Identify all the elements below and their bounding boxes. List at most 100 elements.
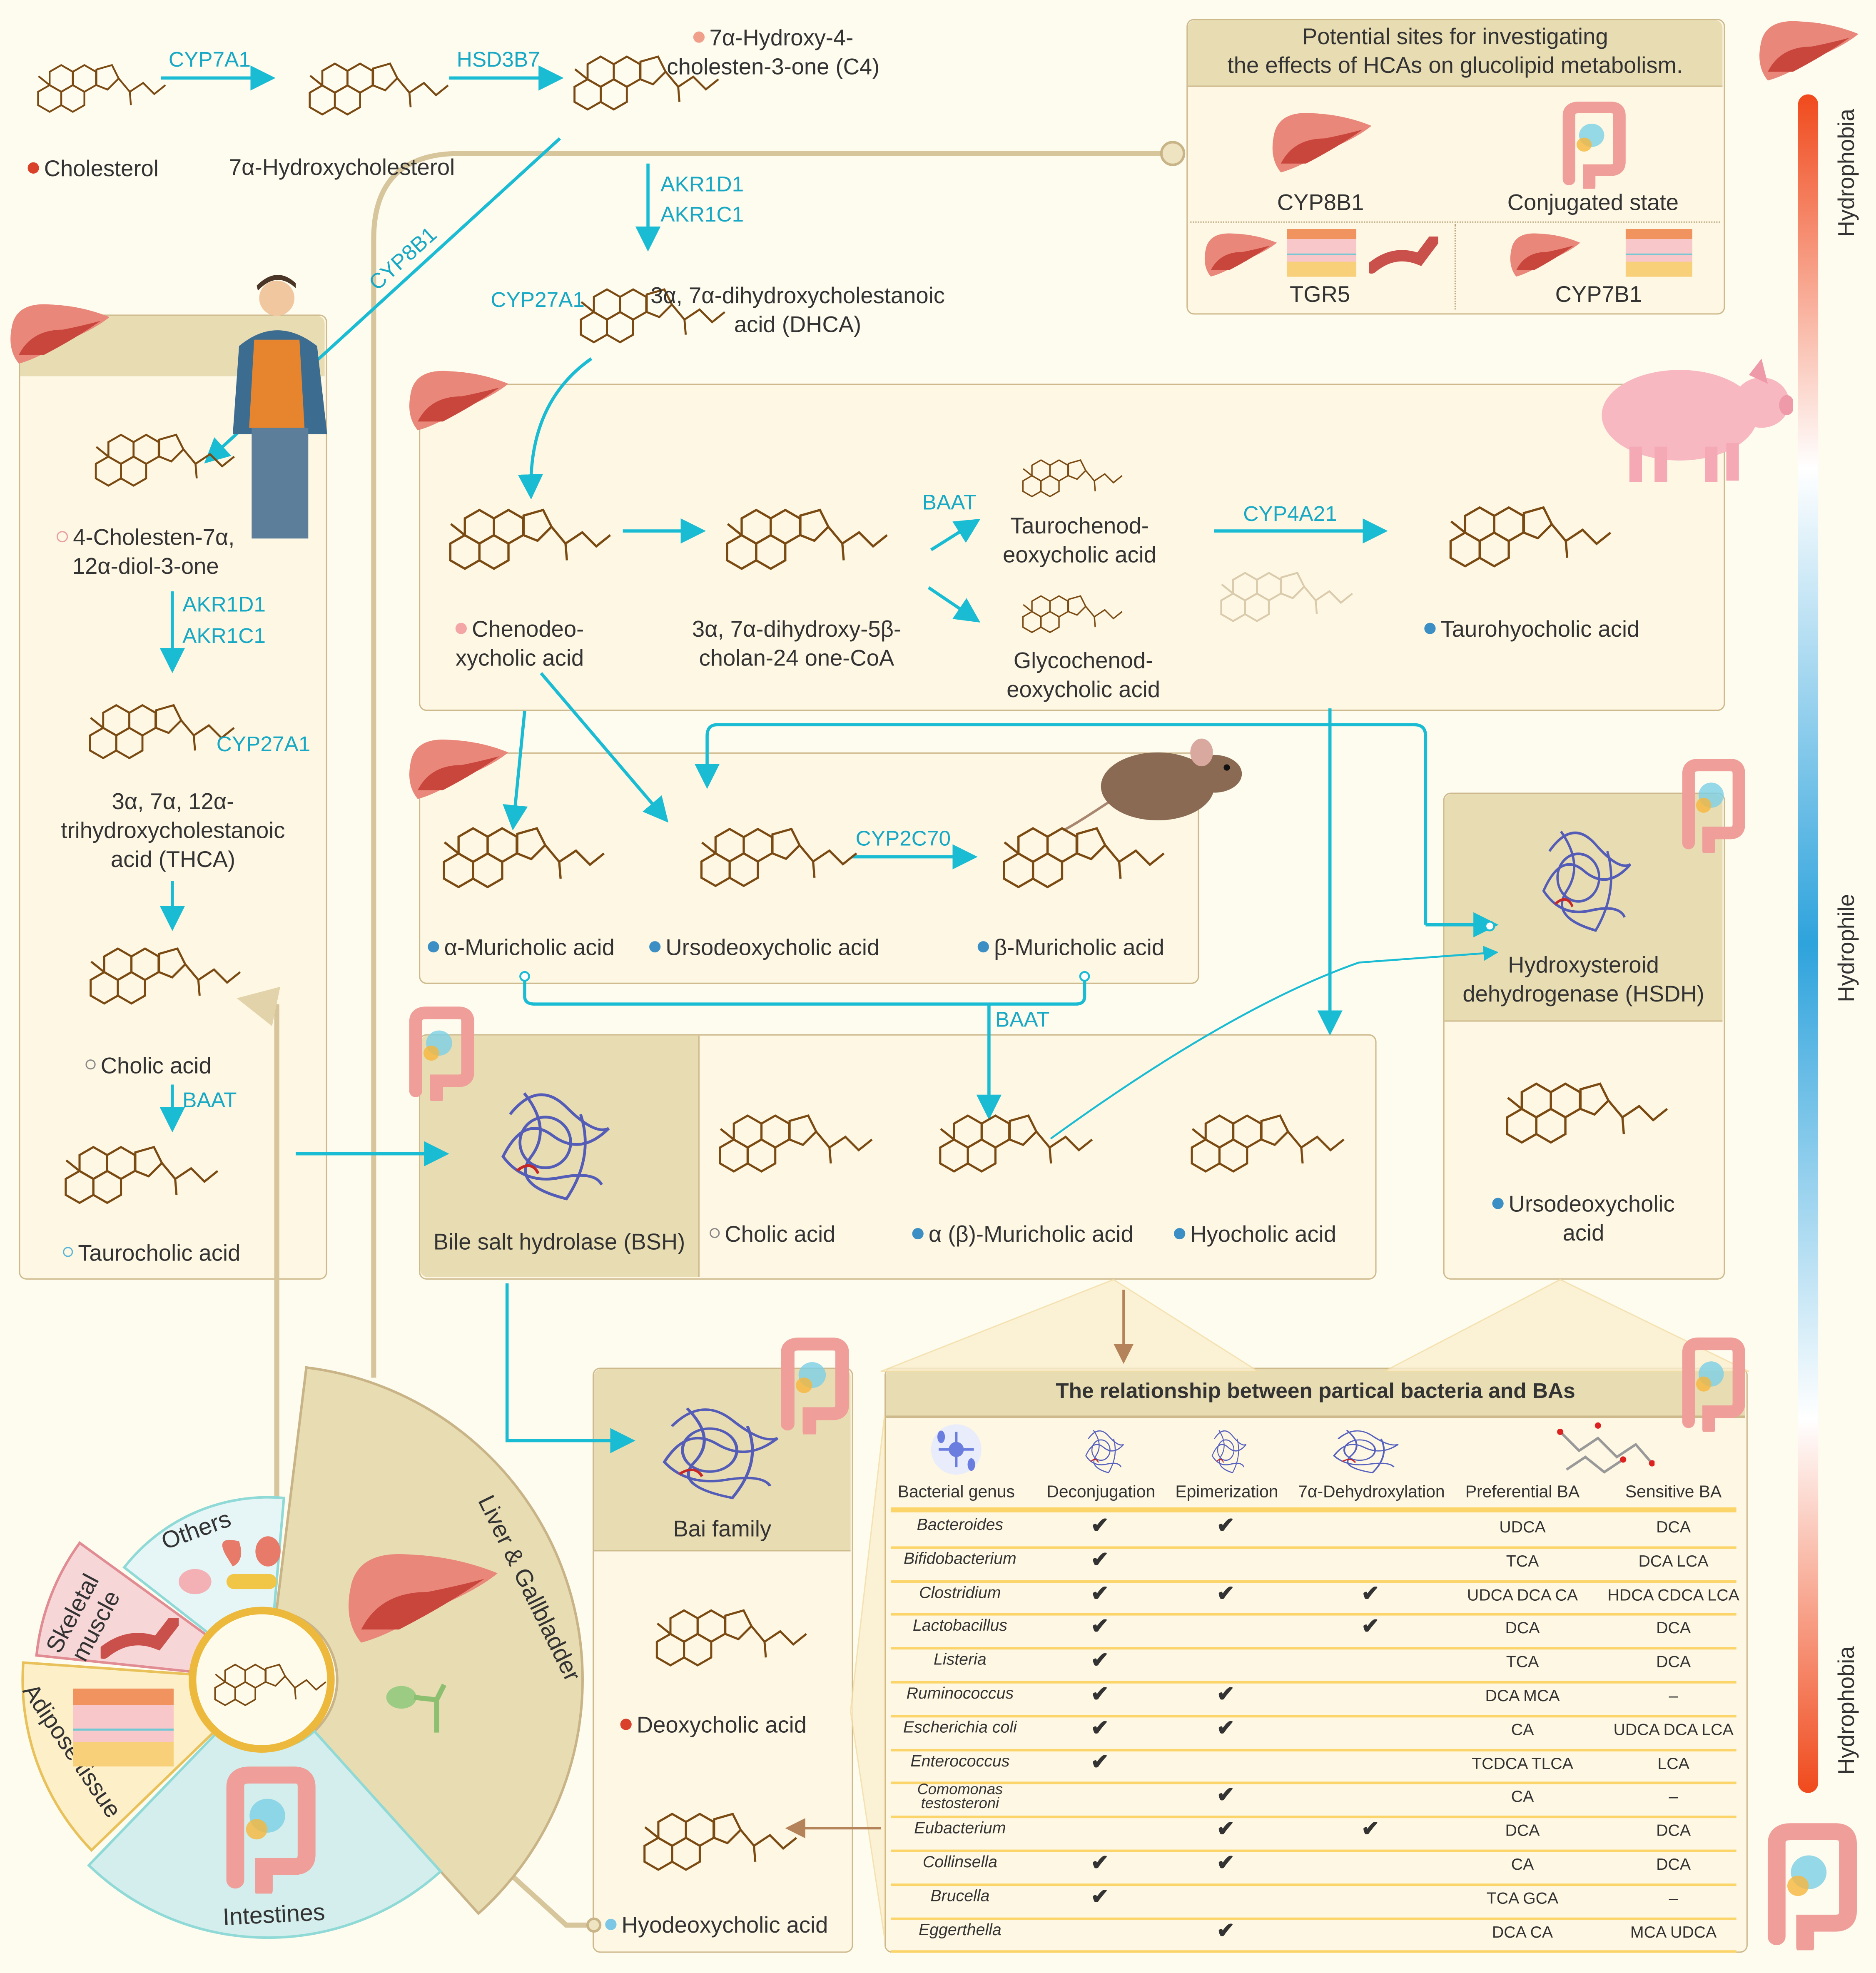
connector-node [519, 971, 530, 982]
deconjugation-protein-icon [1078, 1422, 1129, 1478]
wheel-sector-label: Intestines [222, 1898, 326, 1931]
coa-structure [711, 468, 899, 594]
check-icon: ✔ [1216, 1918, 1235, 1942]
site-tgr5: TGR5 [1290, 282, 1350, 307]
connector-node [1079, 971, 1090, 982]
preferential-ba-cell: DCA [1505, 1618, 1540, 1638]
arrow-baat-tcdca [930, 518, 981, 551]
liver-icon [1507, 229, 1583, 279]
central-bile-acid-structure [204, 1632, 329, 1726]
adipose-tissue-icon [1287, 229, 1357, 277]
udca-structure-hsdh [1491, 1042, 1679, 1168]
intestine-icon [1554, 98, 1629, 192]
arrow-mca-to-hsdh [1050, 946, 1499, 1140]
intestine-icon [1674, 1334, 1749, 1436]
genus-cell: Ruminococcus [906, 1683, 1014, 1703]
preferential-ba-cell: CA [1511, 1719, 1534, 1739]
red-dot-icon [620, 1718, 632, 1730]
cdca-structure [434, 468, 616, 594]
liver-icon [1755, 15, 1862, 84]
circulation-path [371, 151, 1164, 1378]
cholesterol-structure [25, 19, 169, 144]
table-row: Ruminococcus✔✔DCA MCA– [891, 1681, 1736, 1717]
mouse-liver-panel [419, 752, 1199, 984]
intestine-icon [771, 1334, 853, 1438]
muricholic-acid-structure [925, 1076, 1120, 1195]
liver-icon [405, 734, 512, 803]
fan-hsdh-to-table [1383, 1279, 1749, 1372]
fan-bsh-to-table [880, 1279, 1261, 1372]
genus-cell: Listeria [934, 1649, 987, 1669]
dehydroxylation-protein-icon [1321, 1422, 1407, 1478]
check-icon: ✔ [1216, 1851, 1235, 1875]
hyocholic-acid-label: Hyocholic acid [1174, 1221, 1336, 1249]
blue-dot-icon [977, 941, 989, 952]
bacteria-table-panel [884, 1368, 1748, 1953]
liver-icon [6, 298, 113, 367]
check-icon: ✔ [1091, 1614, 1109, 1639]
table-header-rule [891, 1507, 1736, 1512]
salmon-dot-icon [693, 31, 705, 42]
genus-cell: Eubacterium [914, 1818, 1006, 1837]
taurocholic-acid-structure [50, 1107, 271, 1227]
baat-bracket [523, 979, 1086, 1006]
sensitive-ba-cell: DCA [1656, 1517, 1691, 1537]
intestine-icon [1755, 1818, 1862, 1956]
hyocholic-acid-structure [1176, 1076, 1371, 1195]
coa-label: 3α, 7α-dihydroxy-5β-cholan-24 one-CoA [692, 616, 902, 671]
header-bacterial-genus: Bacterial genus [897, 1482, 1015, 1501]
hydrophobicity-gradient-bar [1798, 94, 1819, 1793]
site-conjugated-state: Conjugated state [1507, 190, 1679, 215]
enzyme-cyp7a1: CYP7A1 [168, 47, 251, 72]
bacteria-icon [929, 1422, 985, 1478]
genus-cell: Bacteroides [917, 1515, 1004, 1534]
check-icon: ✔ [1091, 1851, 1109, 1875]
skeletal-muscle-icon [97, 1614, 181, 1660]
intestine-icon [214, 1761, 321, 1899]
enzyme-cyp27a1-top: CYP27A1 [491, 288, 585, 312]
sensitive-ba-cell: DCA [1656, 1618, 1691, 1638]
check-icon: ✔ [1091, 1547, 1109, 1572]
blue-dot-icon [912, 1228, 924, 1239]
connector-node [1484, 920, 1495, 932]
enzyme-akr1c1-top: AKR1C1 [660, 202, 744, 227]
taurohyocholic-acid-structure [1435, 466, 1680, 591]
enzyme-baat-left: BAAT [182, 1088, 237, 1113]
genus-cell: Bifidobacterium [904, 1548, 1016, 1568]
genus-cell: Collinsella [922, 1852, 997, 1871]
check-icon: ✔ [1091, 1749, 1109, 1774]
header-epimerization: Epimerization [1175, 1482, 1278, 1501]
tcdca-structure [1013, 434, 1151, 512]
check-icon: ✔ [1091, 1682, 1109, 1706]
bai-title: Bai family [673, 1516, 772, 1542]
preferential-ba-cell: DCA [1505, 1821, 1540, 1840]
bai-panel-header [594, 1369, 851, 1552]
check-icon: ✔ [1091, 1581, 1109, 1605]
enzyme-akr1d1-top: AKR1D1 [660, 172, 744, 197]
wheel-sector-liver-gallbladder [275, 1366, 584, 1916]
tcdca-label: Taurochenod-eoxycholic acid [1003, 513, 1156, 568]
taurohyocholic-acid-label: Taurohyocholic acid [1424, 615, 1639, 644]
light-blue-dot-icon [63, 1247, 73, 1258]
bsh-title: Bile salt hydrolase (BSH) [433, 1229, 685, 1255]
bsh-protein-structure [482, 1072, 623, 1213]
enzyme-akr1c1-left: AKR1C1 [182, 624, 266, 648]
site-cyp8b1: CYP8B1 [1277, 190, 1364, 215]
deoxycholic-acid-label: Deoxycholic acid [620, 1711, 807, 1740]
header-preferential-ba: Preferential BA [1465, 1482, 1580, 1501]
wheel-to-hyodeoxycholic-path [495, 1860, 592, 1928]
hyodeoxycholic-acid-structure [629, 1774, 824, 1893]
open-dot-icon [85, 1059, 96, 1070]
header-deconjugation: Deconjugation [1046, 1482, 1156, 1501]
thca-structure [75, 664, 239, 784]
organs-icon [170, 1529, 283, 1604]
hsdh-protein-structure [1526, 812, 1642, 944]
enzyme-cyp4a21: CYP4A21 [1243, 502, 1337, 526]
sites-box-header [1188, 20, 1723, 87]
